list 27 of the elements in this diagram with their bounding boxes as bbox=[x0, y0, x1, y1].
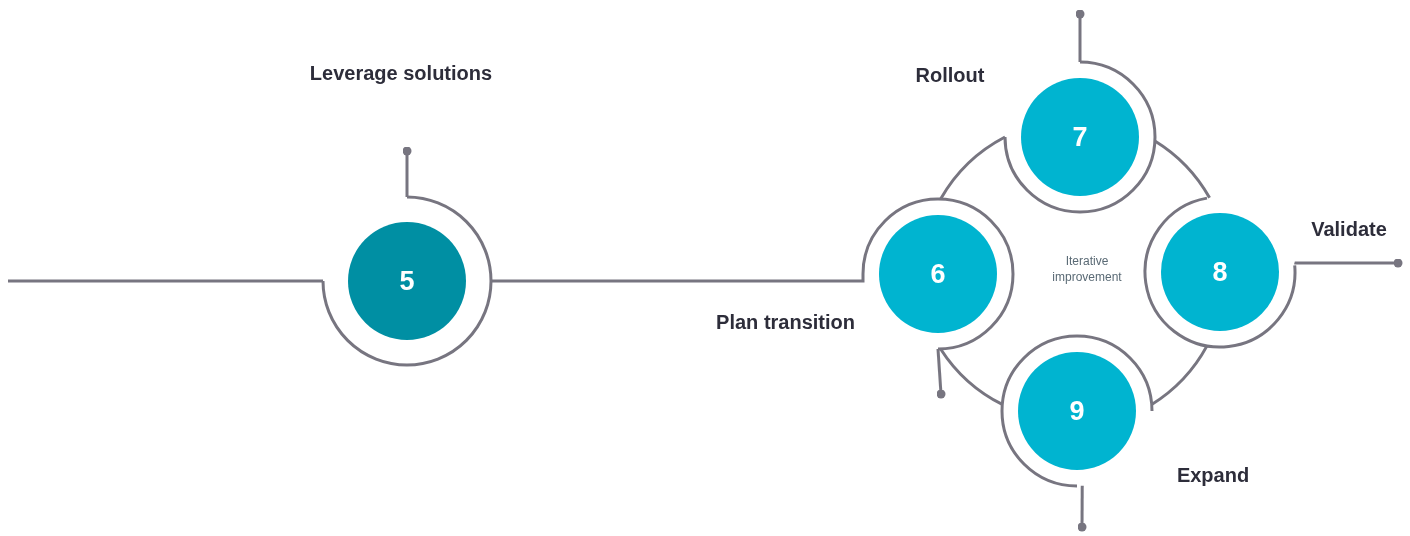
connector-line bbox=[939, 348, 1004, 406]
connector-line bbox=[8, 279, 323, 283]
step-label: Expand bbox=[1176, 463, 1250, 487]
step-node bbox=[1003, 60, 1157, 214]
pin-line bbox=[1075, 9, 1085, 62]
connector-line bbox=[491, 274, 865, 283]
step-label: Validate bbox=[1311, 217, 1387, 241]
step-number: 9 bbox=[1069, 397, 1085, 425]
step-label: Plan transition bbox=[716, 310, 855, 334]
pin-line bbox=[402, 146, 412, 197]
step-node bbox=[861, 197, 1015, 351]
step-label: Rollout bbox=[915, 63, 985, 87]
step-node bbox=[1143, 195, 1297, 349]
connector-line bbox=[939, 135, 1006, 200]
center-label: Iterative improvement bbox=[1051, 253, 1123, 286]
step-node bbox=[1000, 334, 1154, 488]
step-number: 8 bbox=[1212, 258, 1228, 286]
step-number: 7 bbox=[1072, 123, 1088, 151]
pin-line bbox=[936, 348, 946, 399]
pin-line bbox=[1293, 258, 1403, 268]
pin-line bbox=[1077, 485, 1087, 532]
step-node bbox=[321, 195, 493, 367]
step-label: Leverage solutions bbox=[309, 61, 493, 85]
connector-line bbox=[1154, 139, 1211, 199]
step-number: 5 bbox=[399, 267, 415, 295]
connector-line bbox=[1150, 345, 1209, 406]
step-number: 6 bbox=[930, 260, 946, 288]
